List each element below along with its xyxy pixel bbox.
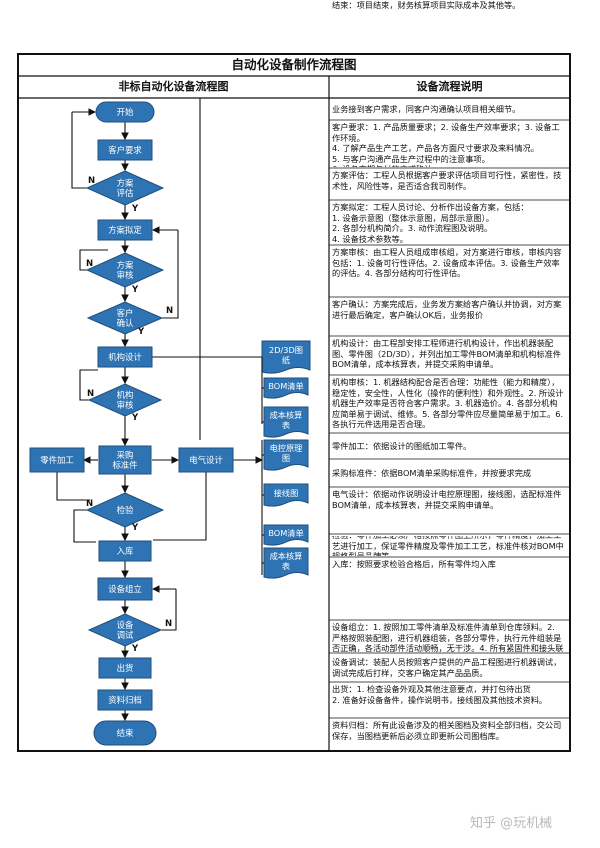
document-cost-1: 成本核算表 xyxy=(263,406,309,438)
node-plan-review: 方案审核 xyxy=(85,252,165,288)
node-elec-design: 电气设计 xyxy=(178,447,234,473)
loop-eval-no xyxy=(71,112,87,189)
document-label: BOM清单 xyxy=(268,381,303,391)
description-row: 机构设计：由工程部安排工程师进行机构设计，作出机器装配图、零件图（2D/3D），… xyxy=(332,338,561,370)
description-row: 机构审核：1. 机器结构配合是否合理：功能性（能力和精度），稳定性，安全性，人性… xyxy=(332,377,564,430)
edge-label-y: Y xyxy=(131,644,139,654)
node-plan-draft: 方案拟定 xyxy=(97,219,153,241)
description-row: 出货：1. 检查设备外观及其他注意要点，并打包待出货 2. 准备好设备备件，操作… xyxy=(332,684,548,705)
part-machining-to-inspection xyxy=(56,472,90,501)
edge-label-n: N xyxy=(87,389,94,399)
edge-label-y: Y xyxy=(131,285,139,295)
left-column-header: 非标自动化设备流程图 xyxy=(118,80,229,93)
loop-inspection-no xyxy=(73,509,96,543)
description-row: 客户要求：1. 产品质量要求；2. 设备生产效率要求；3. 设备工作环境。 4.… xyxy=(332,122,560,167)
description-row: 方案审核：由工程人员组成审核组，对方案进行审核，审核内容包括：1. 设备可行性评… xyxy=(332,247,562,279)
node-customer-confirm: 客户确认 xyxy=(86,301,164,335)
document-label: BOM清单 xyxy=(268,528,303,538)
description-row: 采购标准件：依据BOM清单采购标准件，并按要求完成 xyxy=(332,468,532,479)
node-archive: 资料归档 xyxy=(97,689,153,711)
node-label: 结束 xyxy=(117,728,134,738)
node-label: 检验 xyxy=(117,505,134,515)
document-cost-2: 成本核算表 xyxy=(263,547,309,579)
loop-mech-review-no xyxy=(79,369,98,401)
node-inspection: 检验 xyxy=(85,492,165,528)
node-label: 机构审核 xyxy=(117,390,134,410)
description-row: 资料归档：所有此设备涉及的相关图档及资料全部归档，交公司保存，当图档更新后必须立… xyxy=(332,720,562,741)
document-label: 2D/3D图纸 xyxy=(269,345,303,365)
description-row: 入库：按照要求检验合格后，所有零件均入库 xyxy=(332,559,496,569)
description-row: 业务接到客户需求，同客户沟通确认项目相关细节。 xyxy=(332,104,521,115)
node-assembly: 设备组立 xyxy=(97,577,153,601)
node-label: 零件加工 xyxy=(40,455,74,465)
document-label: 电控原理图 xyxy=(270,443,303,463)
node-part-machining: 零件加工 xyxy=(29,447,85,473)
description-row: 结束：项目结束，财务核算项目实际成本及其他等。 xyxy=(332,0,521,10)
loop-debug-no xyxy=(161,589,177,631)
document-wiring: 接线图 xyxy=(263,483,309,507)
node-label: 出货 xyxy=(117,663,134,673)
document-bom-1: BOM清单 xyxy=(263,377,309,399)
edge-label-n: N xyxy=(86,259,93,269)
edge-label-n: N xyxy=(86,499,93,509)
description-row: 客户确认：方案完成后，业务发方案给客户确认并协调，对方案进行最后确定，客户确认O… xyxy=(332,299,562,320)
watermark: 知乎 @玩机械 xyxy=(470,816,553,831)
node-customer-req: 客户要求 xyxy=(97,139,153,161)
node-label: 电气设计 xyxy=(189,455,223,465)
node-label: 设备调试 xyxy=(117,620,134,640)
node-mech-design: 机构设计 xyxy=(97,346,153,368)
node-label: 采购标准件 xyxy=(112,450,137,470)
loop-confirm-no xyxy=(162,230,179,319)
description-row: 检验：零件加工必须严格按照零件图上所示，零件精度，加工工艺进行加工，保证零件精度… xyxy=(332,536,564,556)
elec-design-to-inspection xyxy=(153,472,207,541)
document-elec-schematic: 电控原理图 xyxy=(263,439,309,471)
node-label: 方案审核 xyxy=(117,260,134,280)
node-debug: 设备调试 xyxy=(87,613,163,647)
node-purchase-std: 采购标准件 xyxy=(98,445,152,475)
node-end: 结束 xyxy=(93,720,157,746)
description-row: 电气设计：依据动作说明设计电控原理图，接线图，选配标准件BOM清单，成本核算表，… xyxy=(332,489,562,510)
node-mech-review: 机构审核 xyxy=(87,383,163,417)
node-label: 客户确认 xyxy=(117,308,134,328)
edge-label-y: Y xyxy=(131,413,139,423)
description-row: 设备调试：装配人员按照客户提供的产品工程图进行机器调试，调试完成后打样，交客户确… xyxy=(332,657,562,678)
loop-review-no xyxy=(79,249,108,271)
node-plan-eval: 方案评估 xyxy=(85,170,165,206)
edge-label-n: N xyxy=(88,176,95,186)
edge-label-n: N xyxy=(166,306,173,316)
description-row: 方案评估：工程人员根据客户要求评估项目可行性，紧密性，技术性，风险性等，是否适合… xyxy=(332,170,562,191)
right-column-header: 设备流程说明 xyxy=(416,80,483,93)
document-bom-2: BOM清单 xyxy=(263,524,309,546)
document-drawing-2d3d: 2D/3D图纸 xyxy=(261,340,311,374)
flowchart-frame xyxy=(17,53,571,752)
document-label: 接线图 xyxy=(274,488,299,498)
node-label: 设备组立 xyxy=(108,584,142,594)
edge-label-y: Y xyxy=(131,523,139,533)
description-row: 方案拟定：工程人员讨论、分析作出设备方案，包括： 1. 设备示意图（整体示意图，… xyxy=(332,202,529,244)
node-label: 机构设计 xyxy=(108,352,142,362)
description-row: 设备组立：1. 按照加工零件清单及标准件清单到仓库领料。2. 严格按照装配图，进… xyxy=(332,622,564,652)
node-label: 开始 xyxy=(117,107,134,117)
edge-label-n: N xyxy=(165,619,172,629)
node-label: 入库 xyxy=(117,546,134,556)
node-label: 客户要求 xyxy=(108,145,142,155)
node-start: 开始 xyxy=(95,101,155,123)
edge-label-y: Y xyxy=(137,327,145,337)
description-row: 零件加工：依据设计的图纸加工零件。 xyxy=(332,441,472,452)
node-label: 方案拟定 xyxy=(108,225,142,235)
page-title: 自动化设备制作流程图 xyxy=(231,57,357,72)
document-label: 成本核算表 xyxy=(270,410,303,430)
node-label: 资料归档 xyxy=(108,695,142,705)
edge-label-y: Y xyxy=(131,204,139,214)
node-label: 方案评估 xyxy=(117,178,134,198)
node-warehouse: 入库 xyxy=(98,540,152,562)
node-shipping: 出货 xyxy=(98,657,152,679)
document-label: 成本核算表 xyxy=(270,551,303,571)
